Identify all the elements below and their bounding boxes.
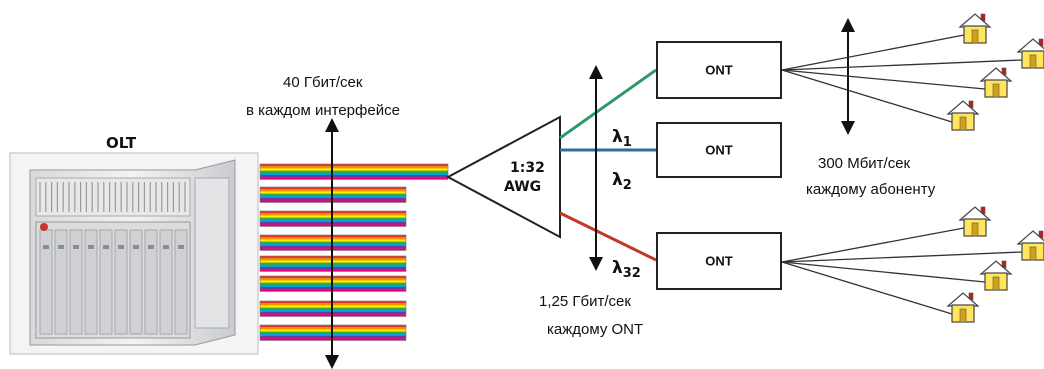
ont-box-1: ONT — [656, 41, 782, 99]
ont-box-2: ONT — [656, 122, 782, 178]
house-icon — [958, 206, 992, 237]
house-icon — [946, 100, 980, 131]
awg-type-label: AWG — [504, 179, 542, 195]
capacity-label-line1: 40 Гбит/сек — [283, 74, 363, 91]
lambda-2-label: λ2 — [612, 170, 632, 193]
drop-line — [781, 251, 1023, 263]
line-card — [159, 229, 173, 335]
ribbon-fiber — [260, 168, 448, 171]
line-card — [129, 229, 143, 335]
line-card — [114, 229, 128, 335]
house-icon — [958, 13, 992, 44]
ribbon-fiber — [260, 166, 448, 169]
drop-line — [781, 261, 953, 315]
awg-splitter-icon — [445, 115, 561, 239]
house-icon — [946, 292, 980, 323]
ribbon-fiber — [260, 177, 448, 180]
fiber-lambda-32 — [559, 211, 657, 262]
house-icon — [1016, 38, 1044, 69]
card-port — [148, 245, 154, 249]
ont-rate-line2: каждому ONT — [547, 321, 644, 338]
olt-label: OLT — [106, 134, 137, 152]
house-icon — [979, 67, 1013, 98]
drop-line — [781, 69, 986, 90]
drop-line — [781, 69, 953, 123]
awg-ratio-label: 1:32 — [510, 160, 545, 176]
ribbon-outline — [259, 163, 449, 180]
lambda-1-label: λ1 — [612, 127, 632, 150]
card-port — [103, 245, 109, 249]
drop-line — [781, 59, 1023, 71]
ont-rate-line1: 1,25 Гбит/сек — [539, 293, 631, 310]
house-icon — [979, 260, 1013, 291]
ribbon-fiber — [260, 175, 448, 178]
ribbon-fiber — [260, 164, 448, 167]
drop-line — [781, 34, 965, 71]
ribbon-fiber — [260, 172, 448, 176]
line-card — [54, 229, 68, 335]
olt-chassis-icon — [9, 152, 259, 355]
card-port — [58, 245, 64, 249]
line-card — [99, 229, 113, 335]
card-port — [88, 245, 94, 249]
card-port — [43, 245, 49, 249]
card-port — [73, 245, 79, 249]
card-port — [133, 245, 139, 249]
line-card — [84, 229, 98, 335]
fiber-lambda-1 — [559, 68, 657, 140]
line-card — [69, 229, 83, 335]
drop-line — [781, 227, 965, 263]
house-icon — [1016, 230, 1044, 261]
ont-box-3: ONT — [656, 232, 782, 290]
subscriber-rate-line2: каждому абоненту — [806, 181, 936, 198]
subscriber-drops — [781, 13, 1044, 323]
card-port — [118, 245, 124, 249]
lambda-32-label: λ32 — [612, 258, 641, 281]
capacity-label-line2: в каждом интерфейсе — [246, 102, 400, 119]
ribbon-fiber — [260, 170, 448, 173]
subscriber-rate-line1: 300 Мбит/сек — [818, 155, 911, 172]
card-port — [178, 245, 184, 249]
line-card — [144, 229, 158, 335]
card-port — [163, 245, 169, 249]
drop-line — [781, 261, 986, 283]
line-card — [174, 229, 188, 335]
fiber-ribbon-bundle — [259, 163, 449, 341]
